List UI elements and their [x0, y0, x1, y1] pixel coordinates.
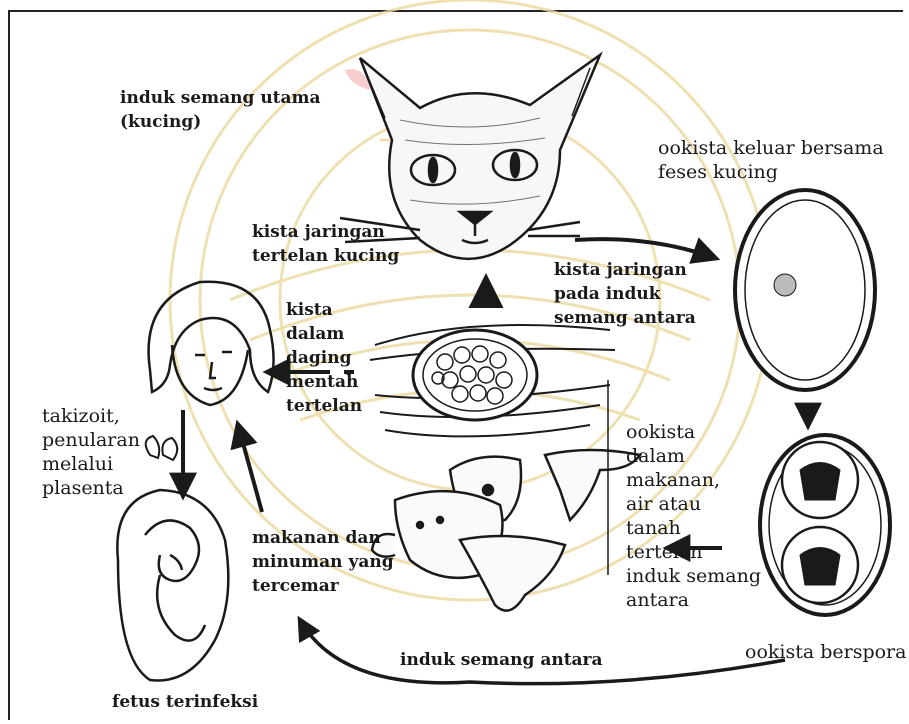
placenta-icon: [146, 436, 178, 460]
farm-animals-icon: [372, 450, 640, 611]
label-tachyzoite: takizoit, penularan melalui plasenta: [42, 404, 140, 500]
tissue-cyst-icon: [370, 325, 615, 436]
label-oocyst-out: ookista keluar bersama feses kucing: [658, 136, 884, 184]
label-tissue-cyst-eaten: kista jaringan tertelan kucing: [252, 220, 399, 268]
label-intermediate-host: induk semang antara: [400, 648, 603, 672]
label-host-main: induk semang utama (kucing): [120, 86, 321, 134]
oocyst-icon: [735, 190, 875, 390]
label-oocyst-food: ookista dalam makanan, air atau tanah te…: [626, 420, 761, 612]
sporulated-oocyst-icon: [760, 435, 890, 615]
label-infected-fetus: fetus terinfeksi: [112, 690, 258, 714]
fetus-icon: [117, 490, 228, 681]
label-cyst-in-meat: kista dalam daging mentah tertelan: [286, 298, 362, 418]
arrow-cat-to-oocyst: [575, 239, 715, 258]
label-tissue-cyst-intermediate: kista jaringan pada induk semang antara: [554, 258, 696, 330]
label-sporulated-oocyst: ookista berspora: [745, 640, 906, 664]
woman-head-icon: [149, 282, 274, 405]
label-food-drink: makanan dan minuman yang tercemar: [252, 526, 394, 598]
